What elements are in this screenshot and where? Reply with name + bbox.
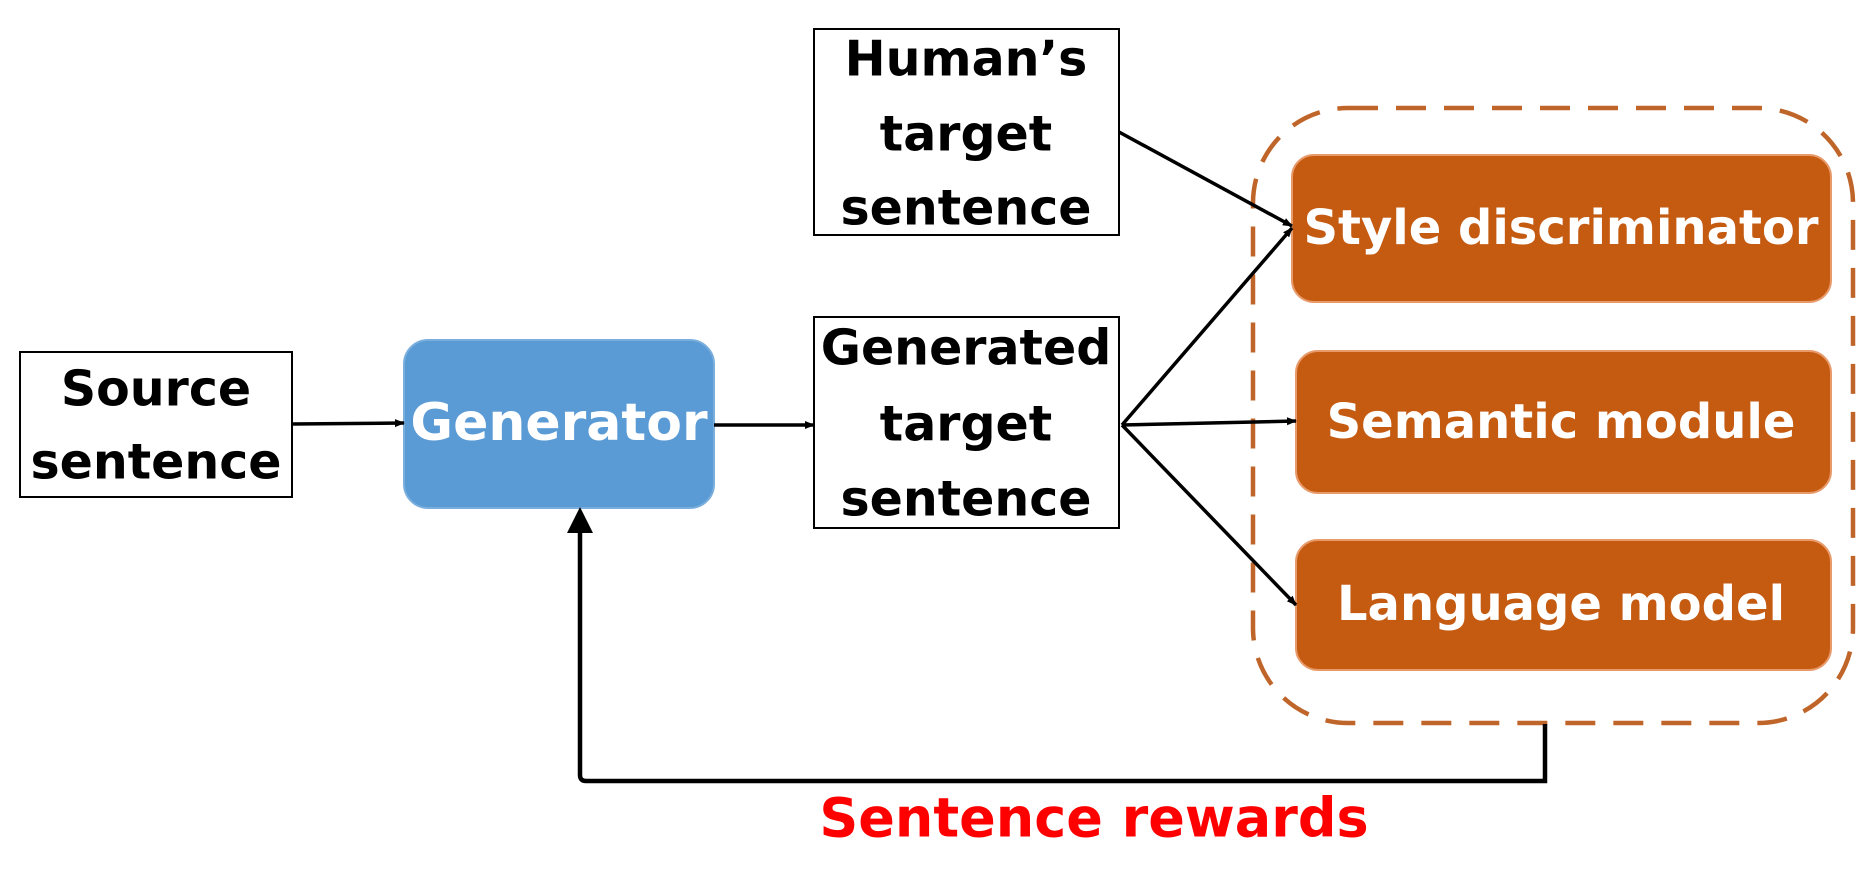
- sentence-rewards-label: Sentence rewards: [819, 787, 1368, 850]
- source-sentence-node: Source sentence: [19, 351, 293, 498]
- arrow-human-to-style: [1118, 130, 1293, 228]
- arrow-generated-to-language: [1120, 423, 1298, 607]
- source-sentence-line1: Source: [61, 361, 251, 418]
- language-model-node: Language model: [1295, 539, 1832, 671]
- source-sentence-line2: sentence: [30, 434, 281, 491]
- semantic-module-label: Semantic module: [1327, 394, 1796, 450]
- generator-node: Generator: [403, 339, 715, 509]
- generated-target-sentence-node: Generated target sentence: [813, 316, 1120, 529]
- human-target-line1: Human’s: [845, 31, 1088, 88]
- generator-label: Generator: [410, 393, 708, 453]
- generated-target-line3: sentence: [840, 471, 1091, 528]
- arrow-generated-to-semantic: [1121, 417, 1297, 427]
- feedback-loop-path: [577, 530, 1548, 784]
- arrow-source-to-generator: [291, 419, 405, 428]
- language-model-label: Language model: [1337, 576, 1785, 632]
- generated-target-line1: Generated: [821, 320, 1112, 377]
- human-target-sentence-node: Human’s target sentence: [813, 28, 1120, 237]
- arrow-generated-to-style: [1120, 226, 1294, 427]
- human-target-line3: sentence: [840, 180, 1091, 237]
- generated-target-line2: target: [880, 396, 1052, 453]
- human-target-line2: target: [880, 106, 1052, 163]
- style-discriminator-label: Style discriminator: [1303, 200, 1818, 256]
- semantic-module-node: Semantic module: [1295, 350, 1832, 494]
- feedback-arrowhead: [567, 507, 593, 533]
- evaluator-group-border: [1250, 105, 1856, 726]
- style-discriminator-node: Style discriminator: [1291, 154, 1832, 303]
